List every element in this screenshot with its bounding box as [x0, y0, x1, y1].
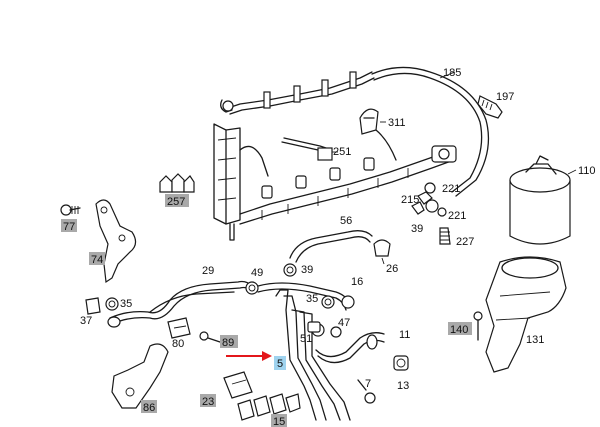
hose-16 [257, 282, 355, 311]
bracket-23 [223, 371, 253, 399]
label-26: 26 [386, 263, 398, 275]
pipe-5 [275, 289, 351, 421]
bracket-131 [485, 256, 567, 373]
bolt-140 [473, 311, 483, 341]
label-197: 197 [496, 91, 514, 103]
bracket-86 [111, 343, 169, 409]
label-251: 251 [333, 146, 351, 158]
label-185: 185 [443, 67, 461, 79]
label-boxes [61, 194, 472, 427]
label-311: 311 [388, 117, 406, 129]
clamp-39-lower [283, 263, 297, 277]
label-74: 74 [91, 254, 103, 266]
label-13: 13 [397, 380, 409, 392]
label-131: 131 [526, 334, 544, 346]
clips-15 [237, 393, 301, 421]
clip-26 [373, 239, 391, 265]
clips-257 [159, 173, 195, 193]
label-47: 47 [338, 317, 350, 329]
label-23: 23 [202, 396, 214, 408]
label-51: 51 [300, 333, 312, 345]
label-35a: 35 [306, 293, 318, 305]
label-11: 11 [399, 329, 410, 341]
label-227: 227 [456, 236, 474, 248]
fitting-197 [477, 95, 503, 119]
strap-251 [281, 137, 338, 161]
clamp-49 [245, 281, 259, 295]
label-140: 140 [450, 324, 468, 336]
label-7: 7 [365, 378, 371, 390]
bolt-7 [357, 379, 376, 404]
label-5-selected: 5 [277, 358, 283, 370]
label-56: 56 [340, 215, 352, 227]
label-39a: 39 [411, 223, 423, 235]
label-80: 80 [172, 338, 184, 350]
label-16: 16 [351, 276, 363, 288]
clamp-35b [105, 297, 119, 311]
pipe-29 [107, 280, 253, 328]
hose-11 [315, 332, 385, 364]
clip-311 [359, 108, 386, 135]
label-29: 29 [202, 265, 214, 277]
label-77: 77 [63, 221, 75, 233]
label-37: 37 [80, 315, 92, 327]
label-257: 257 [167, 196, 185, 208]
bracket-80 [167, 317, 191, 339]
nut-13 [393, 355, 409, 371]
clamp-37 [85, 297, 101, 315]
fuel-rail-assembly [213, 71, 457, 241]
label-15: 15 [273, 416, 285, 427]
label-89: 89 [222, 337, 234, 349]
label-49: 49 [251, 267, 263, 279]
label-221b: 221 [448, 210, 466, 222]
bracket-74 [95, 199, 137, 284]
clamp-35a [321, 295, 335, 309]
label-215: 215 [401, 194, 419, 206]
label-110: 110 [578, 165, 596, 177]
fuel-filter-110 [509, 155, 577, 245]
return-hose-185 [371, 66, 490, 197]
label-86: 86 [143, 402, 155, 414]
label-35b: 35 [120, 298, 132, 310]
label-39b: 39 [301, 264, 313, 276]
fittings-221-215 [411, 182, 451, 245]
clamp-51 [307, 321, 321, 333]
red-arrow-icon [226, 351, 272, 361]
bolt-89 [199, 331, 221, 343]
label-221a: 221 [442, 183, 460, 195]
bolt-77 [60, 204, 81, 216]
hose-56 [289, 230, 373, 259]
